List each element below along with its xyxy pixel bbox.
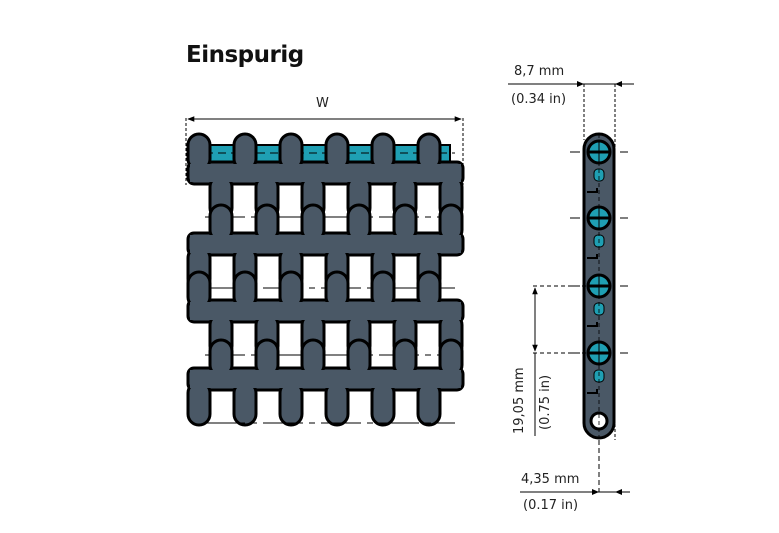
lower-finger <box>324 380 350 427</box>
belt-module <box>186 132 465 221</box>
link-joint <box>587 389 598 394</box>
module-body-fill <box>190 302 461 320</box>
thickness-in-label: (0.34 in) <box>511 92 567 107</box>
offset-dimension <box>520 440 630 495</box>
belt-module <box>186 338 465 427</box>
offset-in-label: (0.17 in) <box>523 498 579 513</box>
module-body-fill <box>190 370 461 388</box>
module-body-fill <box>190 235 461 253</box>
lower-finger <box>232 380 258 427</box>
offset-mm-label: 4,35 mm <box>521 472 580 487</box>
pitch-dimension <box>532 285 598 436</box>
diagram-title: Einspurig <box>186 42 304 68</box>
lower-finger <box>186 380 212 427</box>
lower-finger <box>278 380 304 427</box>
width-label: W <box>316 96 329 111</box>
lower-finger <box>416 380 442 427</box>
module-body-fill <box>190 164 461 182</box>
link-joint <box>587 254 598 259</box>
thickness-mm-label: 8,7 mm <box>514 64 565 79</box>
front-view <box>186 132 465 427</box>
link-joint <box>587 188 598 193</box>
link-joint <box>587 322 598 327</box>
lower-finger <box>370 380 396 427</box>
thickness-dimension <box>508 81 634 440</box>
